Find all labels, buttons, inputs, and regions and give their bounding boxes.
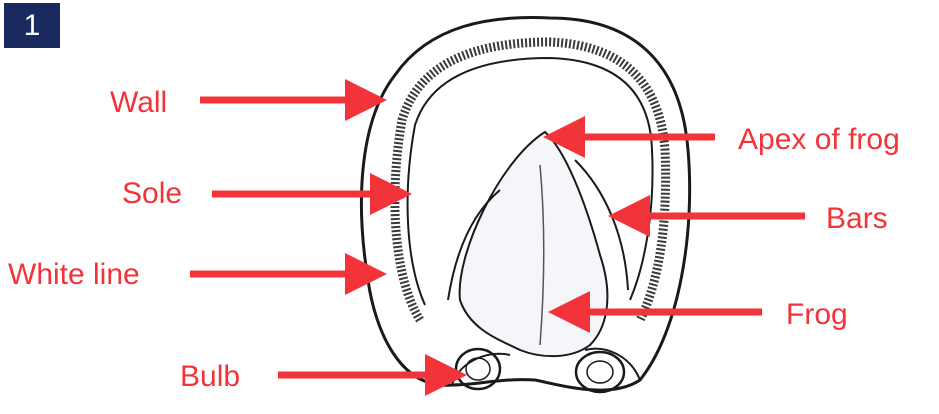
labels: Wall Sole White line Bulb Apex of frog B…: [8, 86, 900, 393]
label-wall: Wall: [110, 86, 167, 119]
label-frog: Frog: [786, 298, 848, 331]
label-apex-of-frog: Apex of frog: [738, 123, 900, 156]
label-white-line: White line: [8, 258, 140, 291]
right-bulb-inner: [587, 361, 613, 383]
label-sole: Sole: [122, 177, 182, 210]
label-bars: Bars: [826, 202, 888, 235]
right-bulb-outline: [576, 352, 624, 392]
left-bulb-inner: [466, 358, 490, 380]
hoof-drawing: [361, 18, 689, 392]
frog-outline: [460, 132, 608, 356]
label-bulb: Bulb: [180, 360, 240, 393]
